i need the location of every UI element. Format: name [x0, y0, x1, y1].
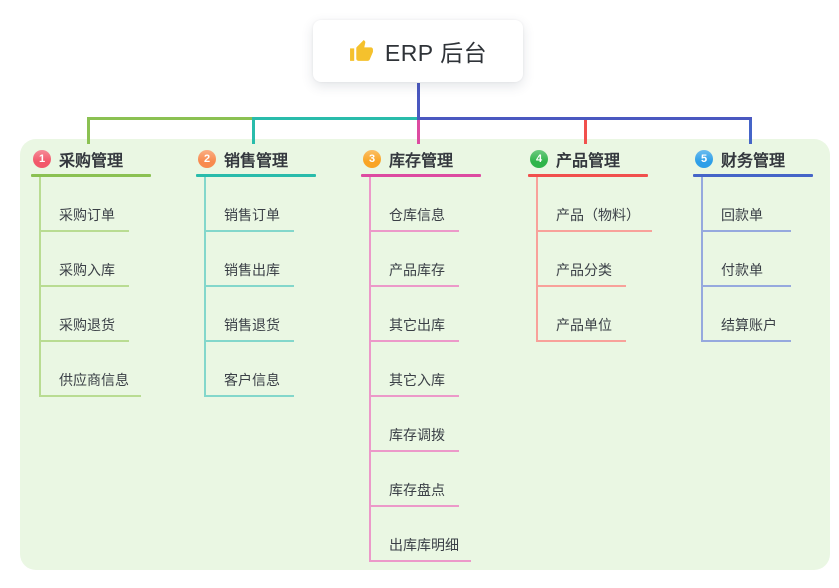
child-node[interactable]: 付款单	[703, 232, 791, 287]
branch-number-badge: 2	[198, 149, 216, 168]
child-node[interactable]: 销售退货	[206, 287, 294, 342]
child-node[interactable]: 产品库存	[371, 232, 459, 287]
child-node-label: 销售订单	[224, 207, 280, 223]
child-node-label: 产品（物料）	[556, 207, 640, 223]
branch-node[interactable]: 4 产品管理	[528, 143, 648, 174]
branch-children: 仓库信息 产品库存 其它出库 其它入库 库存调拨 库存盘点 出库库明细	[369, 177, 471, 562]
child-node-label: 产品分类	[556, 262, 612, 278]
branch-drop-connector	[748, 120, 752, 144]
branch-underline	[361, 174, 481, 177]
branch-column-4: 4 产品管理 产品（物料） 产品分类 产品单位	[528, 143, 652, 342]
child-node[interactable]: 销售订单	[206, 177, 294, 232]
child-node[interactable]: 采购退货	[41, 287, 129, 342]
child-node[interactable]: 产品单位	[538, 287, 626, 342]
child-node[interactable]: 回款单	[703, 177, 791, 232]
branch-underline	[528, 174, 648, 177]
child-node-label: 其它出库	[389, 317, 445, 333]
child-node[interactable]: 出库库明细	[371, 507, 471, 562]
branch-column-5: 5 财务管理 回款单 付款单 结算账户	[693, 143, 813, 342]
branch-label: 库存管理	[389, 152, 454, 170]
branch-underline	[31, 174, 151, 177]
branch-number-badge: 1	[33, 149, 51, 168]
bus-segment-left	[86, 117, 255, 120]
root-node[interactable]: ERP 后台	[313, 20, 523, 82]
child-node-label: 客户信息	[224, 372, 280, 388]
child-node-label: 供应商信息	[59, 372, 129, 388]
child-node[interactable]: 仓库信息	[371, 177, 459, 232]
branch-node[interactable]: 2 销售管理	[196, 143, 316, 174]
bus-segment-middle	[251, 117, 420, 120]
branch-children: 产品（物料） 产品分类 产品单位	[536, 177, 652, 342]
child-node-label: 仓库信息	[389, 207, 445, 223]
branch-children: 销售订单 销售出库 销售退货 客户信息	[204, 177, 294, 397]
root-label: ERP 后台	[384, 40, 488, 66]
branch-number-badge: 4	[530, 149, 548, 168]
thumbs-up-icon	[349, 39, 374, 64]
child-node[interactable]: 库存调拨	[371, 397, 459, 452]
branch-number-badge: 5	[695, 149, 713, 168]
branch-underline	[196, 174, 316, 177]
child-node-label: 其它入库	[389, 372, 445, 388]
child-node[interactable]: 结算账户	[703, 287, 791, 342]
child-node-label: 回款单	[721, 207, 763, 223]
child-node-label: 采购入库	[59, 262, 115, 278]
child-node[interactable]: 客户信息	[206, 342, 294, 397]
child-node[interactable]: 产品（物料）	[538, 177, 652, 232]
background-panel	[20, 139, 830, 570]
child-node-label: 结算账户	[721, 317, 777, 333]
child-node-label: 产品库存	[389, 262, 445, 278]
child-node[interactable]: 销售出库	[206, 232, 294, 287]
branch-drop-connector	[251, 120, 255, 144]
branch-label: 采购管理	[59, 152, 124, 170]
child-node-label: 付款单	[721, 262, 763, 278]
child-node-label: 采购订单	[59, 207, 115, 223]
branch-children: 回款单 付款单 结算账户	[701, 177, 791, 342]
child-node[interactable]: 采购入库	[41, 232, 129, 287]
branch-number-badge: 3	[363, 149, 381, 168]
child-node-label: 销售出库	[224, 262, 280, 278]
branch-node[interactable]: 1 采购管理	[31, 143, 151, 174]
child-node-label: 出库库明细	[389, 537, 459, 553]
branch-node[interactable]: 5 财务管理	[693, 143, 813, 174]
branch-label: 产品管理	[556, 152, 621, 170]
child-node[interactable]: 产品分类	[538, 232, 626, 287]
child-node-label: 采购退货	[59, 317, 115, 333]
branch-column-3: 3 库存管理 仓库信息 产品库存 其它出库 其它入库 库存调拨 库存盘点 出库库…	[361, 143, 481, 562]
branch-drop-connector	[583, 120, 587, 144]
bus-segment-right	[416, 117, 752, 120]
child-node[interactable]: 其它出库	[371, 287, 459, 342]
child-node[interactable]: 采购订单	[41, 177, 129, 232]
branch-column-1: 1 采购管理 采购订单 采购入库 采购退货 供应商信息	[31, 143, 151, 397]
branch-label: 财务管理	[721, 152, 786, 170]
child-node[interactable]: 其它入库	[371, 342, 459, 397]
child-node-label: 库存盘点	[389, 482, 445, 498]
child-node-label: 销售退货	[224, 317, 280, 333]
branch-drop-connector	[416, 120, 420, 144]
child-node-label: 库存调拨	[389, 427, 445, 443]
branch-underline	[693, 174, 813, 177]
child-node[interactable]: 库存盘点	[371, 452, 459, 507]
child-node-label: 产品单位	[556, 317, 612, 333]
branch-node[interactable]: 3 库存管理	[361, 143, 481, 174]
branch-label: 销售管理	[224, 152, 289, 170]
child-node[interactable]: 供应商信息	[41, 342, 141, 397]
branch-drop-connector	[86, 120, 90, 144]
root-trunk-connector	[416, 83, 420, 120]
branch-column-2: 2 销售管理 销售订单 销售出库 销售退货 客户信息	[196, 143, 316, 397]
branch-children: 采购订单 采购入库 采购退货 供应商信息	[39, 177, 141, 397]
